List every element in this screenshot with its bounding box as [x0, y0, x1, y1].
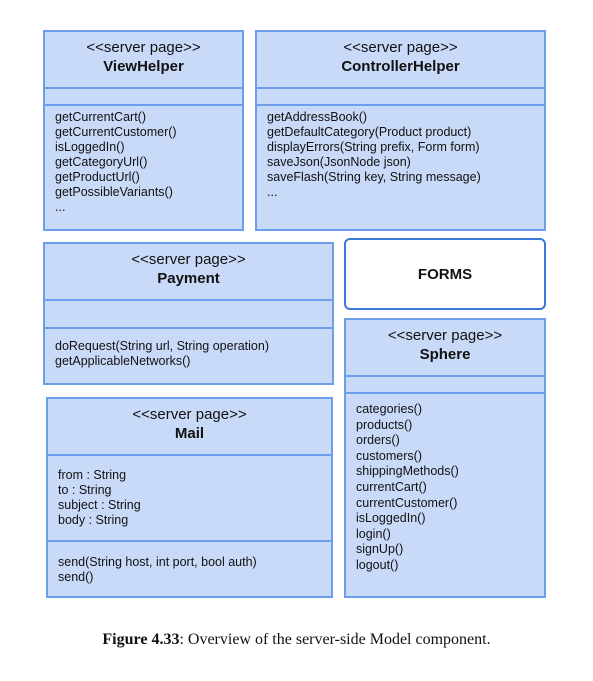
- attribute: to : String: [58, 483, 112, 497]
- class-controllerhelper: <<server page>> ControllerHelper getAddr…: [255, 30, 546, 231]
- operation: signUp(): [356, 542, 404, 557]
- stereotype-label: <<server page>>: [387, 327, 503, 344]
- attribute: body : String: [58, 513, 129, 527]
- class-header: <<server page>> ViewHelper: [45, 32, 242, 89]
- operation: currentCart(): [356, 479, 427, 494]
- attributes-section: [45, 301, 332, 329]
- class-mail: <<server page>> Mail from : String to : …: [46, 397, 333, 598]
- operation: ...: [267, 185, 278, 199]
- operation: shippingMethods(): [356, 464, 459, 479]
- attributes-section: [346, 377, 544, 394]
- operation: send(): [58, 570, 94, 584]
- operation: isLoggedIn(): [55, 140, 125, 154]
- figure-label: Figure 4.33: [102, 631, 180, 648]
- stereotype-label: <<server page>>: [131, 251, 246, 268]
- caption-text: : Overview of the server-side Model comp…: [179, 631, 491, 648]
- operation: orders(): [356, 433, 400, 448]
- stereotype-label: <<server page>>: [343, 39, 458, 56]
- operation: displayErrors(String prefix, Form form): [267, 140, 480, 154]
- attributes-section: from : String to : String subject : Stri…: [48, 456, 331, 542]
- operation: getApplicableNetworks(): [55, 354, 191, 368]
- class-name: ControllerHelper: [341, 58, 460, 75]
- operation: send(String host, int port, bool auth): [58, 555, 257, 569]
- stereotype-label: <<server page>>: [132, 406, 247, 423]
- class-name: Mail: [174, 425, 205, 442]
- class-header: <<server page>> ControllerHelper: [257, 32, 544, 89]
- attributes-section: [45, 89, 242, 106]
- class-sphere: <<server page>> Sphere categories() prod…: [344, 318, 546, 598]
- figure-caption: Figure 4.33: Overview of the server-side…: [0, 631, 593, 649]
- class-name: Sphere: [419, 346, 471, 363]
- operation: getCurrentCart(): [55, 110, 146, 124]
- class-payment: <<server page>> Payment doRequest(String…: [43, 242, 334, 385]
- operation: getDefaultCategory(Product product): [267, 125, 472, 139]
- class-name: Payment: [157, 270, 220, 287]
- forms-box: FORMS: [344, 238, 546, 310]
- operation: getPossibleVariants(): [55, 185, 173, 199]
- attribute: subject : String: [58, 498, 141, 512]
- class-header: <<server page>> Sphere: [346, 320, 544, 377]
- operation: logout(): [356, 557, 399, 572]
- operation: getAddressBook(): [267, 110, 368, 124]
- operation: saveJson(JsonNode json): [267, 155, 411, 169]
- operation: getProductUrl(): [55, 170, 140, 184]
- operation: products(): [356, 417, 413, 432]
- operations-section: getCurrentCart() getCurrentCustomer() is…: [45, 106, 242, 215]
- attributes-section: [257, 89, 544, 106]
- operation: login(): [356, 526, 391, 541]
- operation: doRequest(String url, String operation): [55, 339, 270, 353]
- class-viewhelper: <<server page>> ViewHelper getCurrentCar…: [43, 30, 244, 231]
- stereotype-label: <<server page>>: [86, 39, 201, 56]
- operation: categories(): [356, 402, 422, 416]
- operation: saveFlash(String key, String message): [267, 170, 481, 184]
- operations-section: categories() products() orders() custome…: [346, 394, 544, 574]
- operation: isLoggedIn(): [356, 511, 426, 526]
- class-header: <<server page>> Mail: [48, 399, 331, 456]
- operation: customers(): [356, 448, 422, 463]
- class-name: ViewHelper: [103, 58, 184, 75]
- operation: currentCustomer(): [356, 495, 458, 510]
- class-header: <<server page>> Payment: [45, 244, 332, 301]
- operations-section: doRequest(String url, String operation) …: [45, 329, 332, 369]
- operations-section: getAddressBook() getDefaultCategory(Prod…: [257, 106, 544, 200]
- attribute: from : String: [58, 468, 127, 482]
- operation: getCurrentCustomer(): [55, 125, 177, 139]
- operations-section: send(String host, int port, bool auth) s…: [48, 542, 331, 585]
- operation: ...: [55, 200, 66, 214]
- operation: getCategoryUrl(): [55, 155, 148, 169]
